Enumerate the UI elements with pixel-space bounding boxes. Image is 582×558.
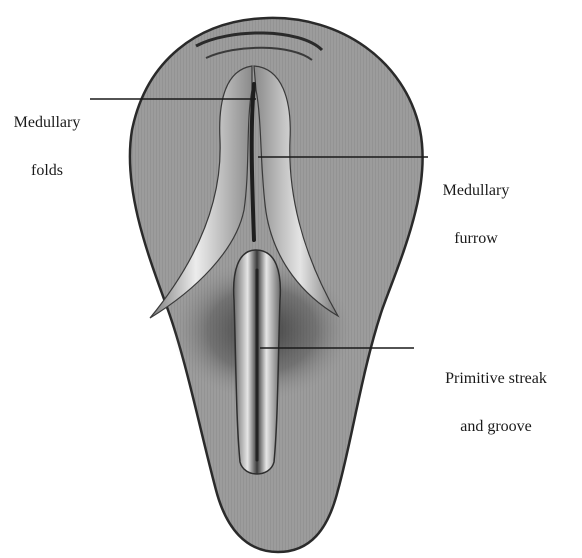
- label-primitive-streak-line1: Primitive streak: [414, 371, 578, 387]
- label-medullary-furrow-line2: furrow: [428, 231, 524, 247]
- label-medullary-folds-line2: folds: [4, 163, 90, 179]
- label-medullary-furrow-line1: Medullary: [428, 183, 524, 199]
- label-medullary-furrow: Medullary furrow: [428, 151, 524, 279]
- label-primitive-streak: Primitive streak and groove: [414, 339, 578, 467]
- label-primitive-streak-line2: and groove: [414, 419, 578, 435]
- label-medullary-folds-line1: Medullary: [4, 115, 90, 131]
- label-medullary-folds: Medullary folds: [4, 83, 90, 211]
- medullary-furrow-groove: [252, 84, 254, 240]
